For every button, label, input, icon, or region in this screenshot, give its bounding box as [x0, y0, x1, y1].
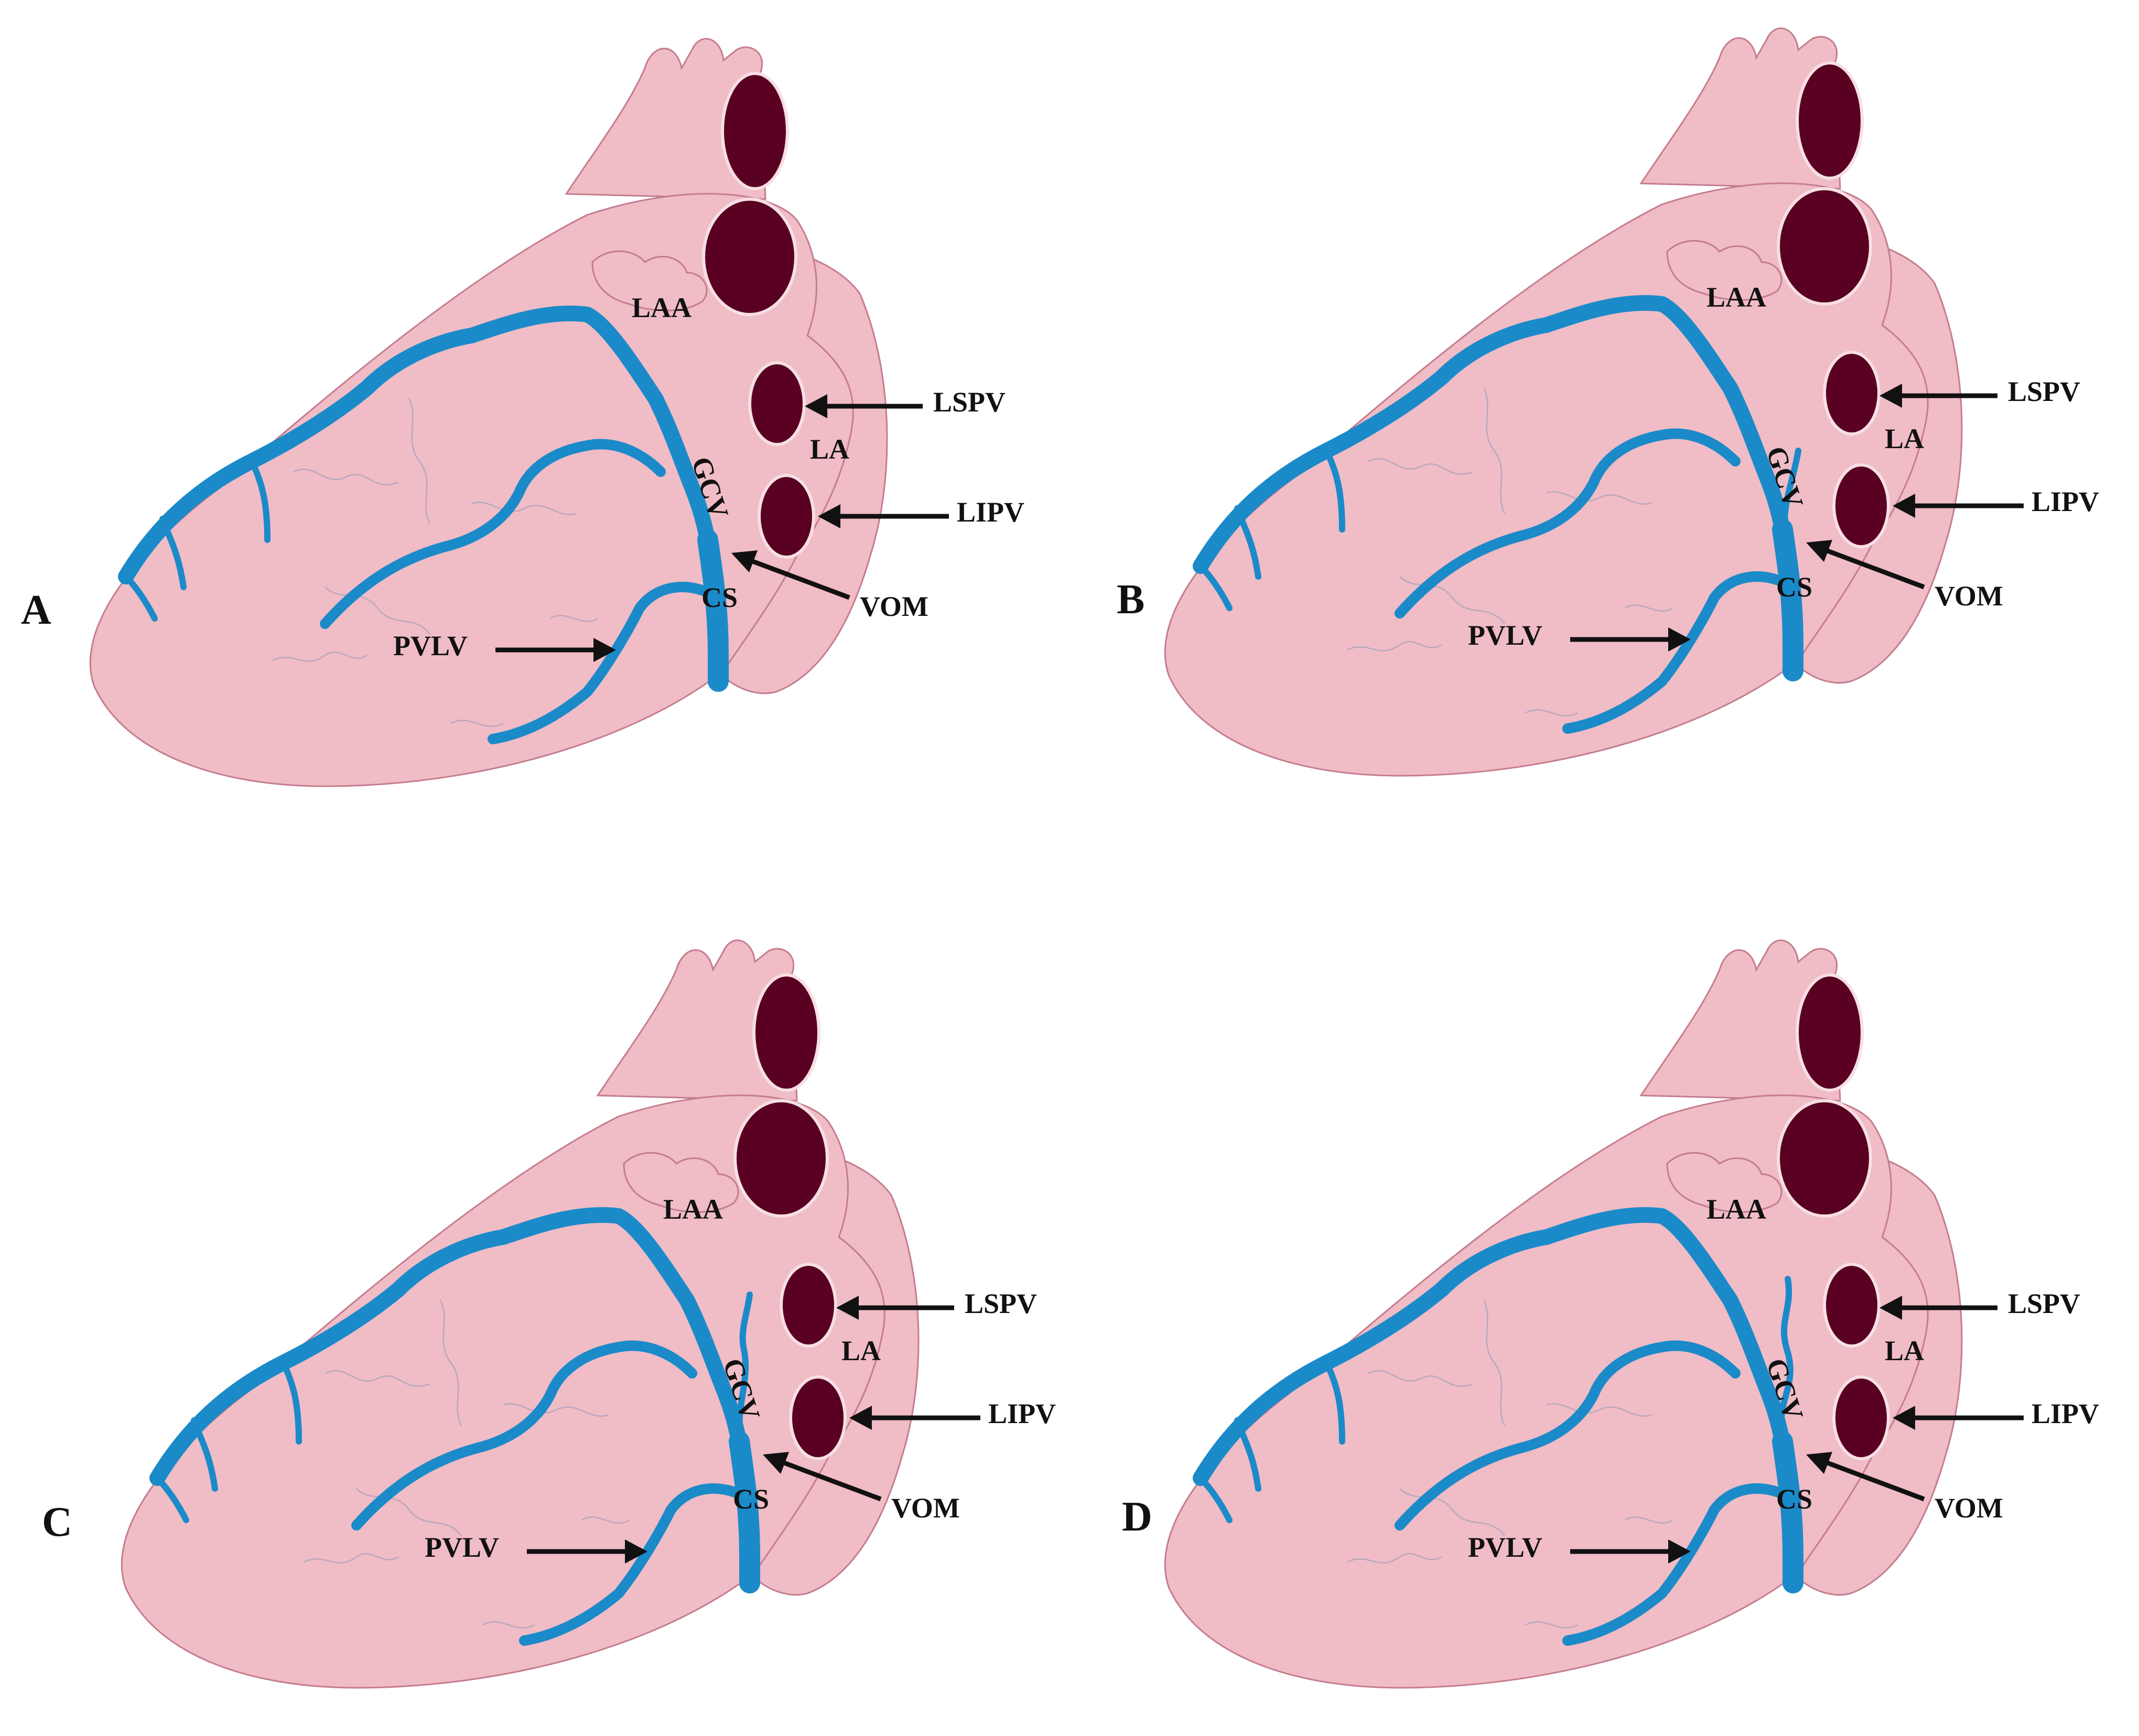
label-cs-a: CS	[701, 582, 738, 613]
label-cs-d: CS	[1776, 1483, 1812, 1515]
label-pvlv-a: PVLV	[393, 630, 468, 661]
label-lspv-c: LSPV	[965, 1288, 1037, 1319]
vom-vessel-d	[1778, 1276, 1794, 1445]
label-la-c: LA	[841, 1335, 881, 1366]
heart-illustration-d	[1165, 940, 2024, 1688]
label-lipv-a: LIPV	[957, 496, 1024, 528]
label-vom-c: VOM	[891, 1492, 960, 1524]
panel-letter-b: B	[1117, 577, 1144, 623]
panel-d: D LAA LA GCV CS LSPV LIPV VOM PVLV	[1122, 940, 2099, 1688]
heart-illustration-b	[1165, 28, 2024, 776]
panel-a: A LAA LA GCV CS LSPV LIPV VOM PVLV	[21, 39, 1024, 786]
label-pvlv-d: PVLV	[1468, 1532, 1542, 1563]
vom-vessel-c	[736, 1292, 753, 1445]
panel-letter-a: A	[21, 587, 51, 633]
label-lipv-c: LIPV	[988, 1398, 1056, 1429]
label-laa-d: LAA	[1706, 1194, 1766, 1225]
label-pvlv-c: PVLV	[425, 1532, 499, 1563]
vom-vessel-a	[707, 537, 719, 574]
label-lipv-d: LIPV	[2032, 1398, 2099, 1429]
label-la-a: LA	[810, 433, 849, 465]
heart-illustration-a	[90, 39, 949, 786]
label-lspv-d: LSPV	[2008, 1288, 2080, 1319]
panel-letter-d: D	[1122, 1494, 1152, 1540]
label-vom-b: VOM	[1935, 580, 2003, 612]
label-cs-c: CS	[733, 1483, 769, 1515]
label-laa-a: LAA	[632, 292, 692, 323]
label-lipv-b: LIPV	[2032, 486, 2099, 517]
label-pvlv-b: PVLV	[1468, 620, 1542, 651]
label-lspv-b: LSPV	[2008, 376, 2080, 407]
label-vom-d: VOM	[1935, 1492, 2003, 1524]
label-laa-b: LAA	[1706, 281, 1766, 313]
label-la-b: LA	[1885, 423, 1924, 454]
label-laa-c: LAA	[663, 1194, 723, 1225]
vom-vessel-b	[1781, 448, 1801, 533]
label-la-d: LA	[1885, 1335, 1924, 1366]
heart-illustration-c	[122, 940, 980, 1688]
panel-letter-c: C	[42, 1499, 72, 1545]
label-vom-a: VOM	[860, 591, 928, 622]
label-lspv-a: LSPV	[933, 386, 1006, 418]
label-cs-b: CS	[1776, 571, 1812, 603]
panel-b: B LAA LA GCV CS LSPV LIPV VOM PVLV	[1117, 28, 2099, 776]
panel-c: C LAA LA GCV CS LSPV LIPV VOM PVLV	[42, 940, 1056, 1688]
